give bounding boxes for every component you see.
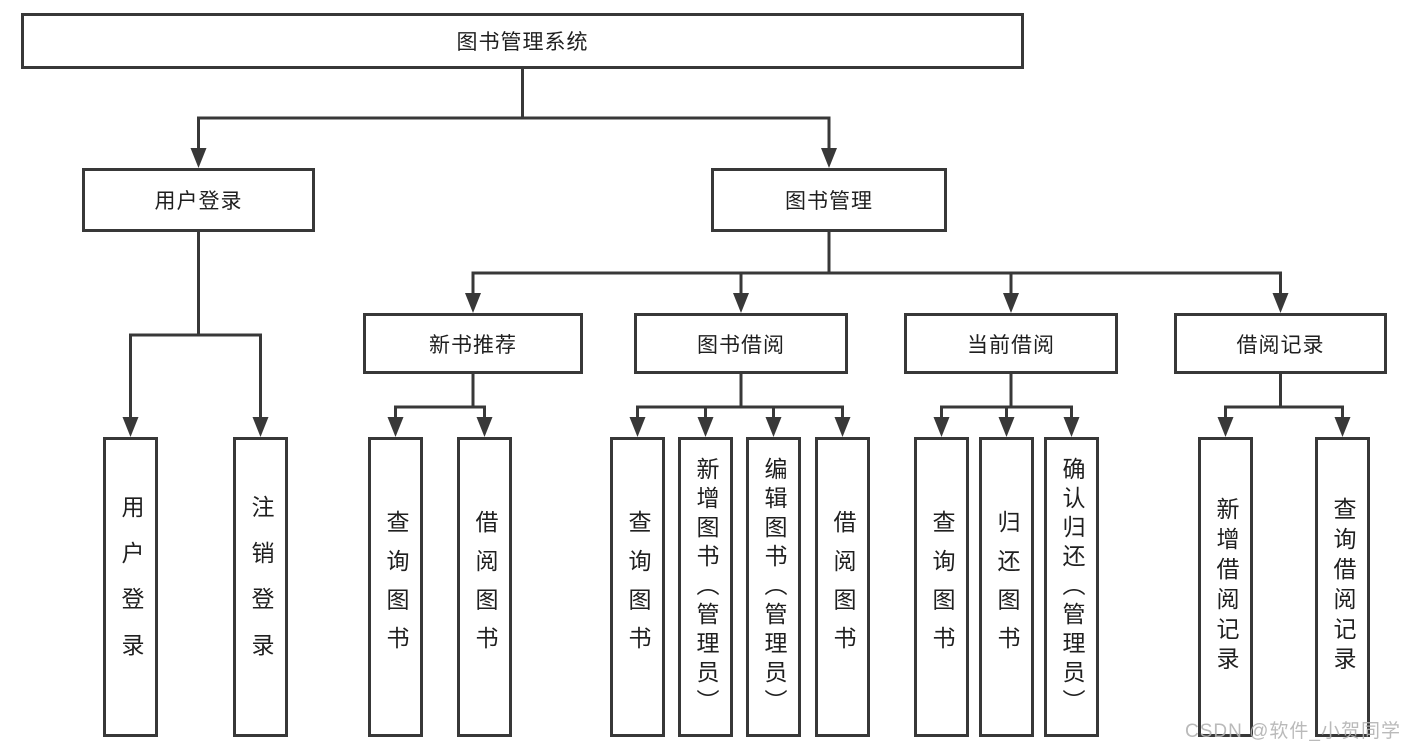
arrowhead-icon <box>998 417 1015 437</box>
node-label: 当前借阅 <box>967 333 1055 357</box>
arrowhead-icon <box>122 417 139 437</box>
leaf-add-books-admin: 新增图书（管理员） <box>678 437 733 737</box>
leaf-query-borrow-record: 查询借阅记录 <box>1315 437 1370 737</box>
leaf-borrow-books-recommend: 借阅图书 <box>457 437 512 737</box>
node-root-system: 图书管理系统 <box>21 13 1024 69</box>
leaf-label: 确认归还（管理员） <box>1059 456 1085 718</box>
leaf-label: 新增借阅记录 <box>1213 497 1239 677</box>
arrowhead-icon <box>1334 417 1351 437</box>
node-borrow-records: 借阅记录 <box>1174 313 1387 374</box>
arrowhead-icon <box>190 148 207 168</box>
leaf-label: 查询借阅记录 <box>1330 497 1356 677</box>
node-book-borrow: 图书借阅 <box>634 313 848 374</box>
arrowhead-icon <box>465 293 481 313</box>
leaf-query-books-current: 查询图书 <box>914 437 969 737</box>
leaf-edit-books-admin: 编辑图书（管理员） <box>746 437 801 737</box>
leaf-user-login: 用户登录 <box>103 437 158 737</box>
connector-bookborrow-leaves <box>636 374 844 421</box>
arrowhead-icon <box>765 417 782 437</box>
leaf-query-books-borrow: 查询图书 <box>610 437 665 737</box>
arrowhead-icon <box>252 417 269 437</box>
node-label: 图书借阅 <box>697 333 785 357</box>
leaf-logout: 注销登录 <box>233 437 288 737</box>
leaf-label: 编辑图书（管理员） <box>761 456 787 718</box>
arrowhead-icon <box>834 417 851 437</box>
leaf-label: 借阅图书 <box>472 509 498 665</box>
connector-userlogin-leaves <box>129 232 262 421</box>
arrowhead-icon <box>1217 417 1234 437</box>
leaf-label: 新增图书（管理员） <box>693 456 719 718</box>
connector-records-leaves <box>1224 374 1344 421</box>
leaf-label: 查询图书 <box>929 509 955 665</box>
arrowhead-icon <box>733 293 749 313</box>
arrowhead-icon <box>1003 293 1019 313</box>
leaf-add-borrow-record: 新增借阅记录 <box>1198 437 1253 737</box>
leaf-query-books-recommend: 查询图书 <box>368 437 423 737</box>
node-user-login: 用户登录 <box>82 168 315 232</box>
connector-bookmgmt-to-level3 <box>471 232 1282 297</box>
leaf-label: 归还图书 <box>994 509 1020 665</box>
arrowhead-icon <box>933 417 950 437</box>
csdn-watermark: CSDN @软件_小贺同学 <box>1185 721 1401 742</box>
arrowhead-icon <box>476 417 493 437</box>
leaf-label: 注销登录 <box>248 495 274 679</box>
leaf-label: 查询图书 <box>383 509 409 665</box>
node-label: 图书管理系统 <box>456 31 589 54</box>
arrowhead-icon <box>821 148 837 168</box>
node-new-book-recommend: 新书推荐 <box>363 313 583 374</box>
node-label: 用户登录 <box>154 190 243 213</box>
node-label: 借阅记录 <box>1236 333 1325 357</box>
node-current-borrow: 当前借阅 <box>904 313 1118 374</box>
arrowhead-icon <box>1063 417 1080 437</box>
arrowhead-icon <box>1272 293 1289 313</box>
leaf-label: 用户登录 <box>118 495 144 679</box>
leaf-confirm-return-admin: 确认归还（管理员） <box>1044 437 1099 737</box>
connector-newbook-leaves <box>394 374 486 421</box>
connector-currentborrow-leaves <box>940 374 1073 421</box>
connector-root-to-level2 <box>197 69 831 152</box>
arrowhead-icon <box>697 417 714 437</box>
arrowhead-icon <box>629 417 646 437</box>
arrowhead-icon <box>387 417 404 437</box>
leaf-return-books: 归还图书 <box>979 437 1034 737</box>
leaf-borrow-books: 借阅图书 <box>815 437 870 737</box>
node-book-management: 图书管理 <box>711 168 947 232</box>
node-label: 新书推荐 <box>429 333 517 357</box>
node-label: 图书管理 <box>785 190 873 213</box>
arrowheads <box>122 148 1351 437</box>
leaf-label: 借阅图书 <box>830 509 856 665</box>
leaf-label: 查询图书 <box>625 509 651 665</box>
